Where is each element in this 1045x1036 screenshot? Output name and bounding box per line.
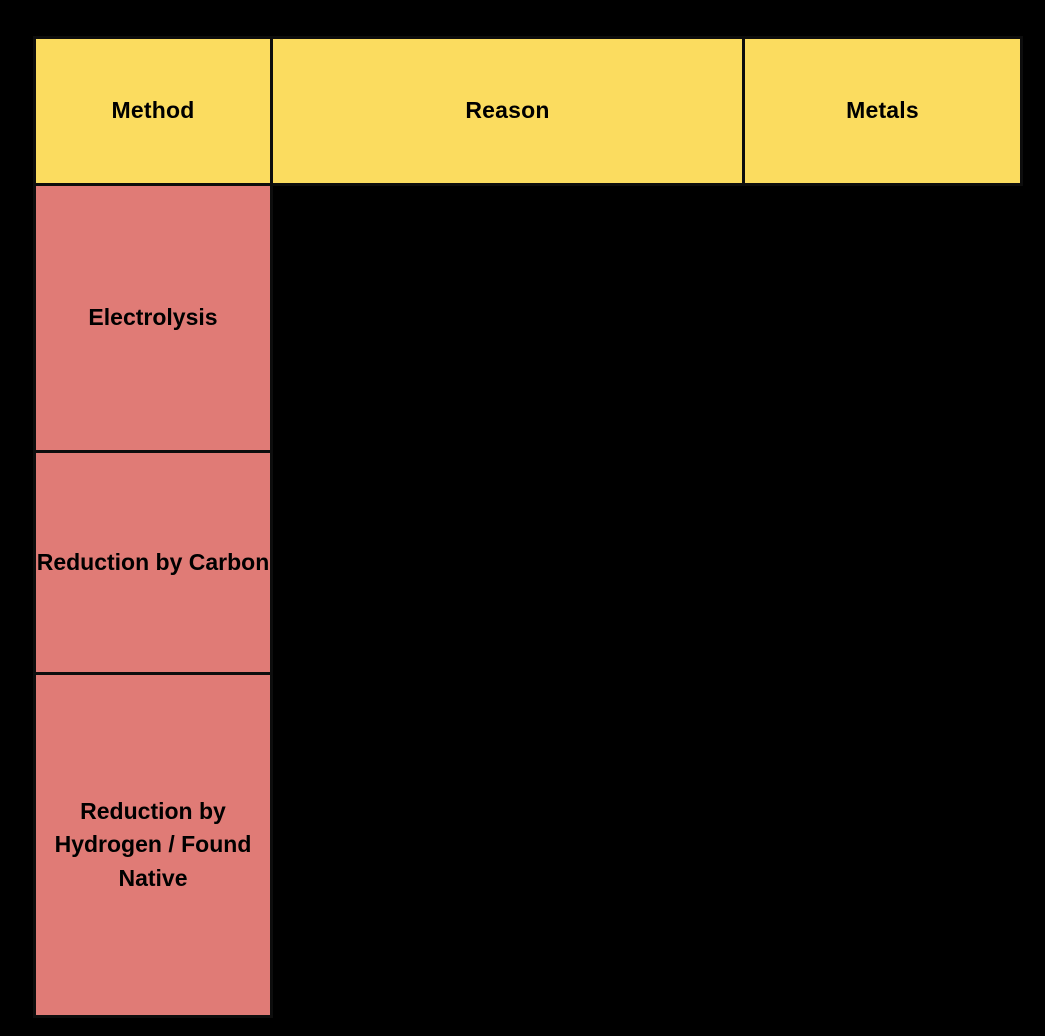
column-header-metals-label: Metals (846, 97, 919, 124)
column-header-metals: Metals (742, 36, 1023, 186)
cell-reason-reduction-by-hydrogen (270, 672, 745, 1018)
column-header-method-label: Method (111, 97, 195, 124)
cell-metals-electrolysis (742, 183, 1023, 453)
cell-method-electrolysis: Electrolysis (33, 183, 273, 453)
cell-reason-reduction-by-carbon (270, 450, 745, 675)
cell-method-reduction-by-hydrogen: Reduction by Hydrogen / Found Native (33, 672, 273, 1018)
table-row: Reduction by Hydrogen / Found Native (33, 672, 1023, 1018)
cell-method-reduction-by-carbon-text: Reduction by Carbon (36, 548, 270, 575)
cell-metals-reduction-by-carbon (742, 450, 1023, 675)
cell-reason-electrolysis (270, 183, 745, 453)
cell-metals-reduction-by-hydrogen (742, 672, 1023, 1018)
cell-method-reduction-by-carbon: Reduction by Carbon (33, 450, 273, 675)
metal-extraction-methods-table: Method Reason Metals Electrolysis (33, 36, 1023, 1018)
table-header-row: Method Reason Metals (33, 36, 1023, 186)
column-header-reason-label: Reason (465, 97, 550, 124)
column-header-method: Method (33, 36, 273, 186)
table-body: Electrolysis Reduction by Carbon (33, 183, 1023, 1018)
table-row: Electrolysis (33, 183, 1023, 453)
cell-method-reduction-by-hydrogen-text: Reduction by Hydrogen / Found Native (54, 797, 252, 891)
table-header: Method Reason Metals (33, 36, 1023, 186)
column-header-reason: Reason (270, 36, 745, 186)
table-row: Reduction by Carbon (33, 450, 1023, 675)
cell-method-electrolysis-text: Electrolysis (88, 304, 218, 331)
